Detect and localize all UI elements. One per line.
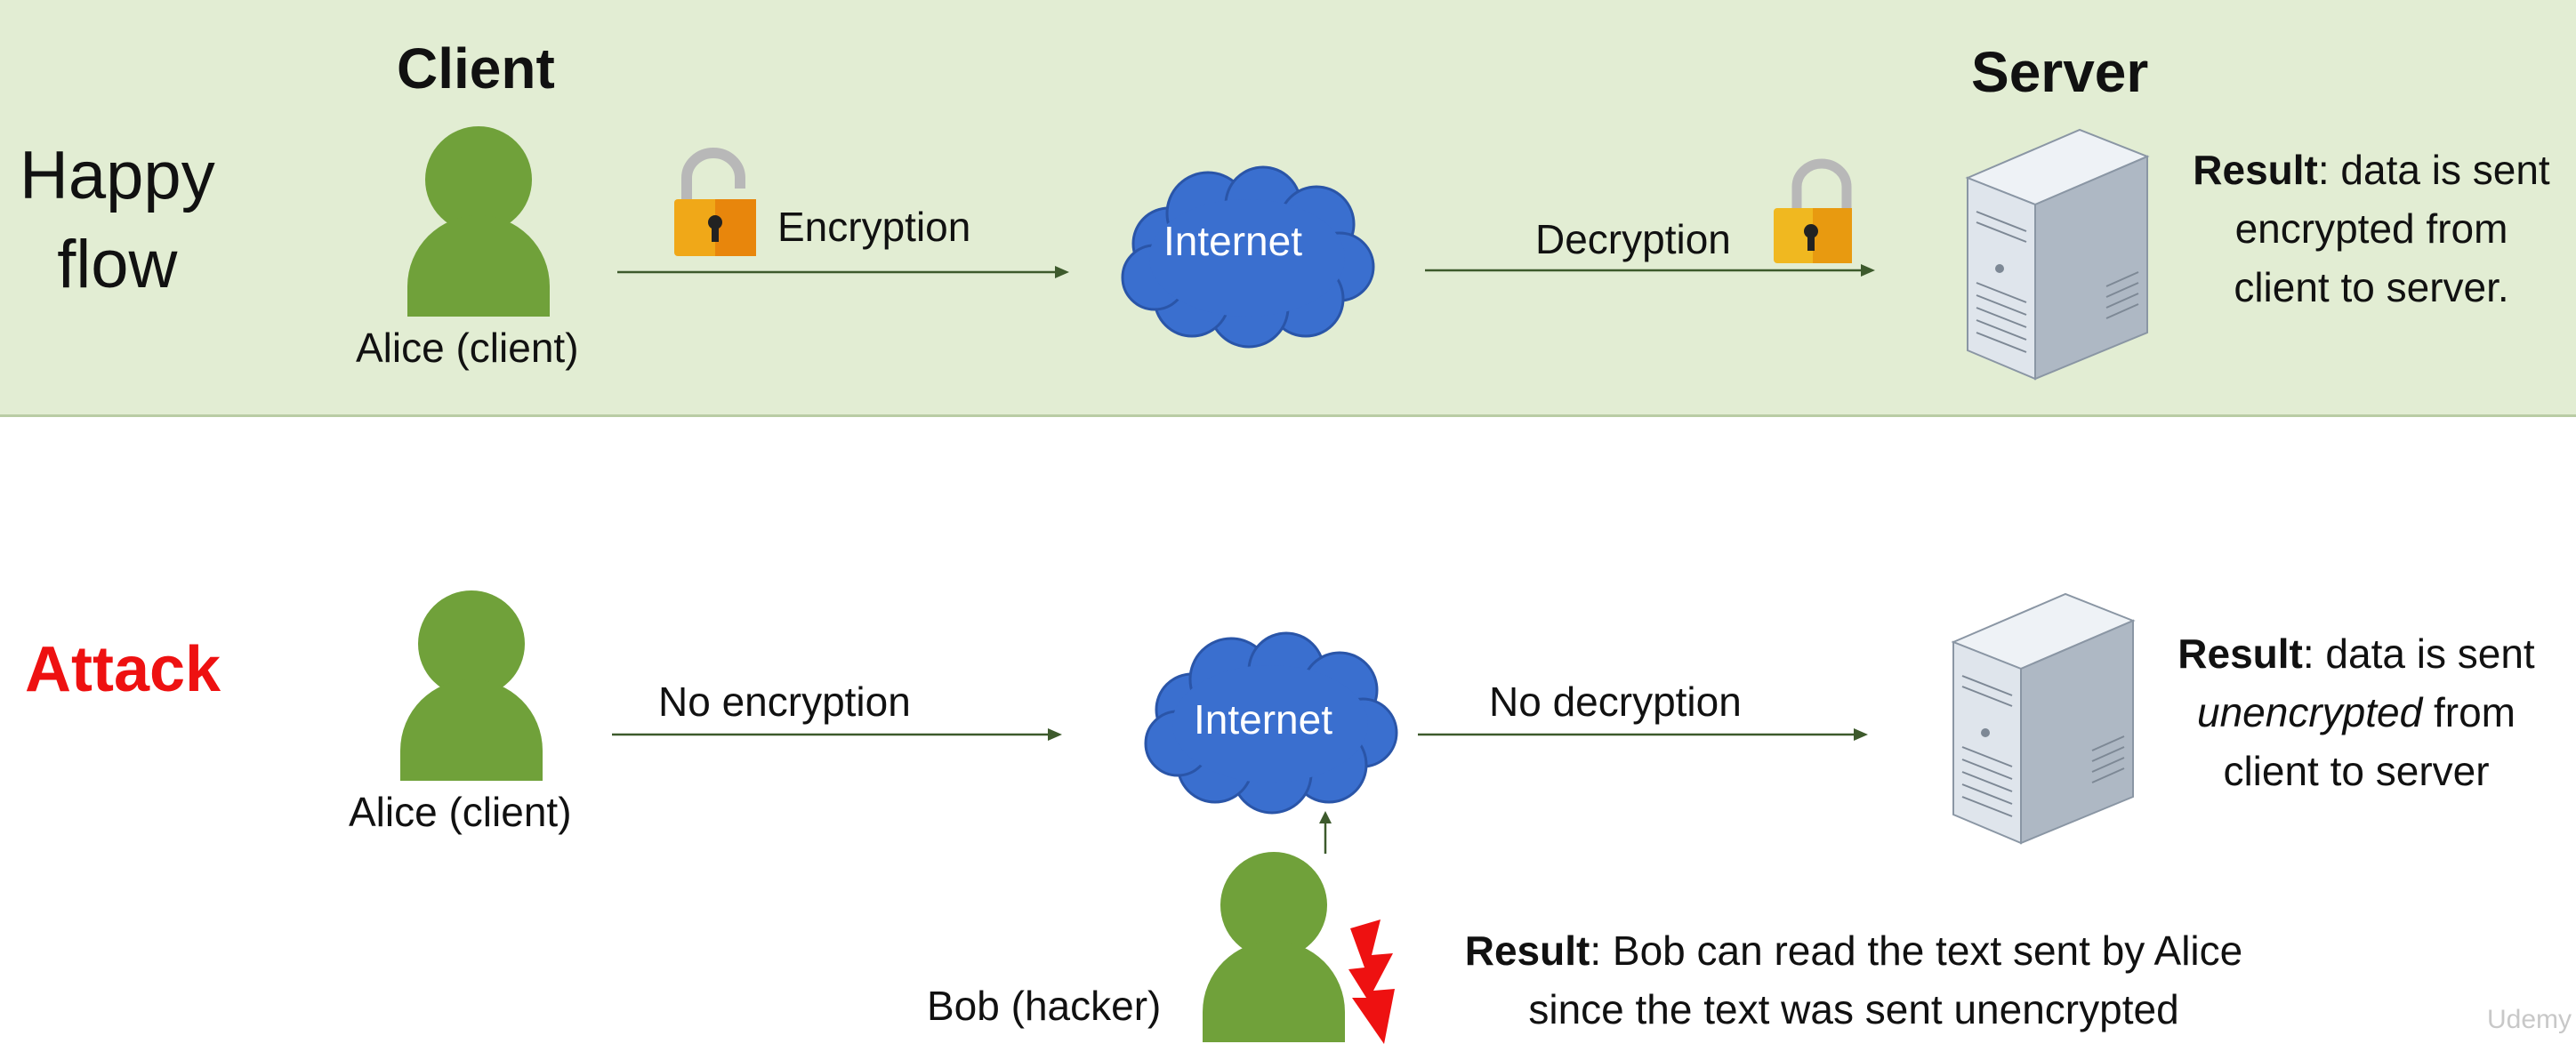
attack-label: Attack <box>25 634 221 705</box>
arrow-no-encryption <box>612 728 1062 741</box>
cloud-icon <box>1144 631 1398 815</box>
arrow-decryption <box>1425 264 1875 277</box>
alice-client-label: Alice (client) <box>356 325 579 371</box>
result-bold: Result <box>2193 147 2318 193</box>
person-icon <box>400 590 543 781</box>
arrow-bob-to-internet <box>1319 811 1332 854</box>
server-header: Server <box>1971 40 2149 104</box>
encryption-label: Encryption <box>777 204 971 250</box>
alice-client-label-attack: Alice (client) <box>349 789 572 835</box>
client-header: Client <box>397 36 555 100</box>
lock-open-icon <box>1774 158 1852 263</box>
bob-hacker-label: Bob (hacker) <box>927 983 1162 1029</box>
person-icon <box>407 126 550 317</box>
arrow-encryption <box>617 266 1069 278</box>
server-icon <box>1965 128 2150 381</box>
udemy-watermark: Udemy <box>2487 1005 2572 1034</box>
hacker-result-text: Result: Bob can read the text sent by Al… <box>1464 928 2243 1032</box>
no-decryption-label: No decryption <box>1489 679 1742 725</box>
attack-result-text: Result: data is sent unencrypted from cl… <box>2178 630 2535 794</box>
decryption-label: Decryption <box>1535 216 1731 262</box>
no-encryption-label: No encryption <box>658 679 911 725</box>
lock-open-icon <box>674 148 756 256</box>
internet-label: Internet <box>1163 218 1302 264</box>
happy-result-text: Result: data is sent encrypted from clie… <box>2193 147 2550 310</box>
arrow-no-decryption <box>1418 728 1868 741</box>
lightning-icon <box>1348 920 1395 1044</box>
cloud-icon <box>1121 165 1375 349</box>
person-icon <box>1203 852 1345 1042</box>
internet-label-attack: Internet <box>1194 696 1332 743</box>
server-icon <box>1951 592 2136 845</box>
